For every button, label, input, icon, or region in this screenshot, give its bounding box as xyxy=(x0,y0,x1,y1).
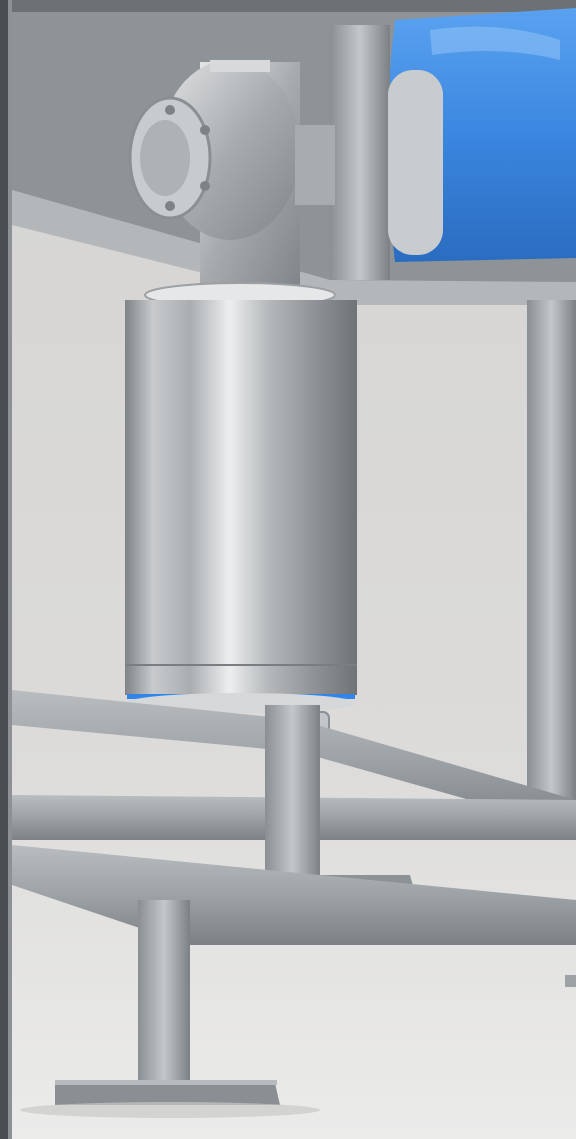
drum-housing xyxy=(330,25,390,280)
right-floor-foot xyxy=(565,975,576,987)
left-border-highlight xyxy=(8,0,12,1139)
rear-frame-rail xyxy=(12,690,576,830)
motor-cylinder xyxy=(125,300,357,695)
motor-cylinder-band xyxy=(125,665,357,695)
front-floor-foot-plate xyxy=(55,1083,280,1105)
front-foot-plate-top xyxy=(55,1080,277,1085)
belt-highlight xyxy=(430,26,560,61)
top-edge xyxy=(12,0,576,12)
front-left-leg xyxy=(138,900,190,1090)
drum-cap xyxy=(388,70,443,255)
motor-mount-leg xyxy=(265,705,320,900)
right-vertical-leg xyxy=(527,300,576,820)
gear-motor-head xyxy=(128,60,335,287)
floor-shadow xyxy=(20,1102,320,1118)
